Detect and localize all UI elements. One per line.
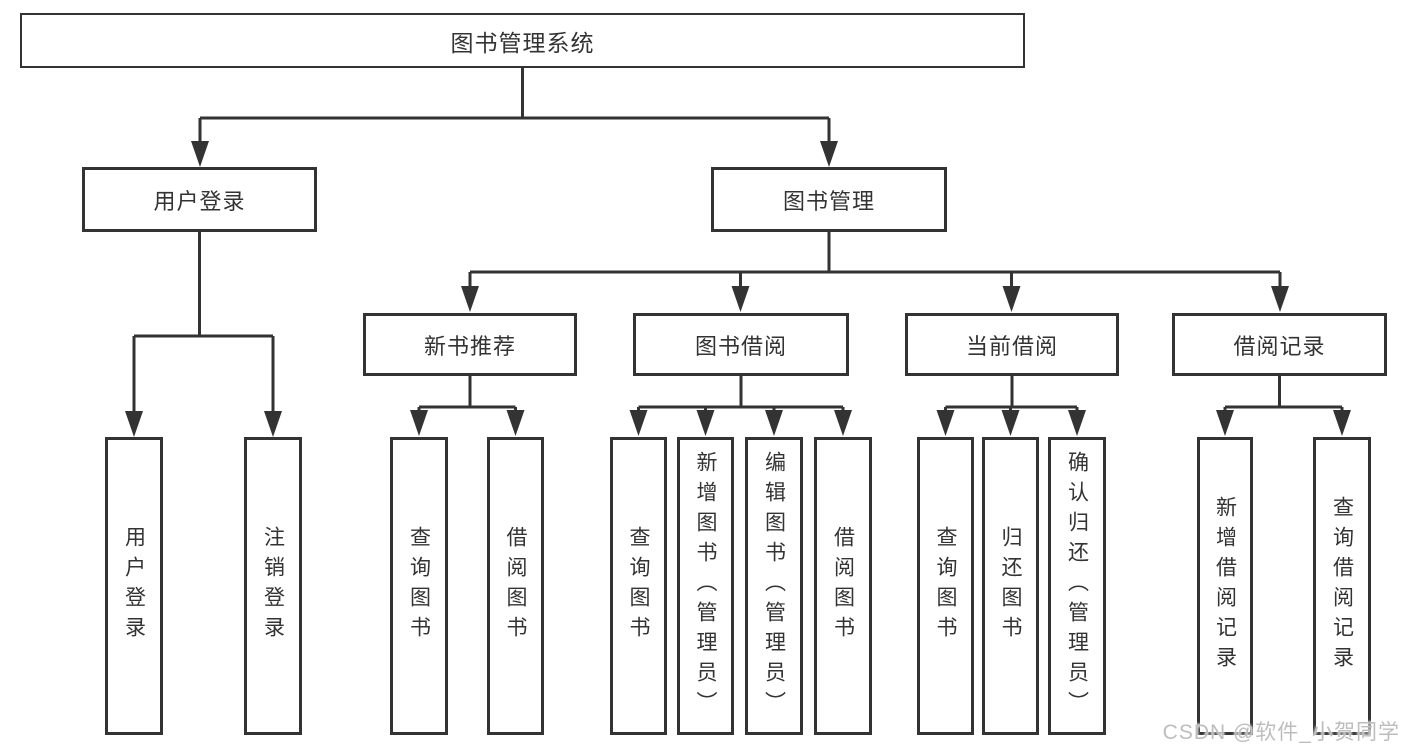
node-book-borrowing: 图书借阅 bbox=[633, 313, 849, 376]
node-current-borrowing: 当前借阅 bbox=[905, 313, 1119, 376]
leaf-add-borrow-record: 新增借阅记录 bbox=[1197, 437, 1253, 735]
leaf-edit-books-admin: 编辑图书（管理员） bbox=[745, 437, 803, 735]
node-label: 用户登录 bbox=[153, 188, 246, 214]
leaf-label: 新增图书（管理员） bbox=[694, 451, 717, 721]
leaf-label: 归还图书 bbox=[999, 526, 1022, 646]
node-label: 借阅记录 bbox=[1233, 333, 1326, 359]
leaf-return-books: 归还图书 bbox=[982, 437, 1039, 735]
leaf-borrow-books-borrowing: 借阅图书 bbox=[814, 437, 872, 735]
leaf-label: 编辑图书（管理员） bbox=[762, 451, 786, 721]
node-book-management: 图书管理 bbox=[711, 167, 947, 232]
node-new-book-recommend: 新书推荐 bbox=[363, 313, 577, 376]
leaf-query-books-current: 查询图书 bbox=[917, 437, 974, 735]
leaf-query-books-borrowing: 查询图书 bbox=[610, 437, 667, 735]
leaf-label: 查询图书 bbox=[934, 526, 957, 646]
leaf-label: 借阅图书 bbox=[831, 526, 855, 646]
leaf-label: 注销登录 bbox=[261, 526, 285, 646]
arrowheads bbox=[125, 141, 1351, 437]
node-label: 图书管理 bbox=[782, 188, 875, 214]
leaf-user-login: 用户登录 bbox=[105, 437, 163, 735]
leaf-label: 查询借阅记录 bbox=[1330, 496, 1354, 676]
leaf-query-borrow-record: 查询借阅记录 bbox=[1313, 437, 1371, 735]
leaf-confirm-return-admin: 确认归还（管理员） bbox=[1048, 437, 1106, 735]
leaf-label: 新增借阅记录 bbox=[1213, 496, 1237, 676]
leaf-label: 借阅图书 bbox=[504, 526, 527, 646]
node-borrowing-records: 借阅记录 bbox=[1172, 313, 1387, 376]
node-label: 当前借阅 bbox=[965, 333, 1058, 359]
node-label: 图书管理系统 bbox=[450, 29, 595, 56]
leaf-label: 用户登录 bbox=[122, 526, 146, 646]
leaf-borrow-books-recommend: 借阅图书 bbox=[487, 437, 544, 735]
node-label: 图书借阅 bbox=[694, 333, 787, 359]
leaf-logout: 注销登录 bbox=[244, 437, 302, 735]
csdn-watermark: CSDN @软件_小贺同学 bbox=[1162, 721, 1400, 744]
node-root-library-system: 图书管理系统 bbox=[20, 13, 1025, 68]
node-label: 新书推荐 bbox=[423, 333, 516, 359]
leaf-query-books-recommend: 查询图书 bbox=[390, 437, 448, 735]
leaf-label: 查询图书 bbox=[407, 526, 431, 646]
leaf-label: 确认归还（管理员） bbox=[1065, 451, 1089, 721]
node-user-login: 用户登录 bbox=[82, 167, 317, 232]
leaf-label: 查询图书 bbox=[627, 526, 650, 646]
leaf-add-books-admin: 新增图书（管理员） bbox=[677, 437, 734, 735]
